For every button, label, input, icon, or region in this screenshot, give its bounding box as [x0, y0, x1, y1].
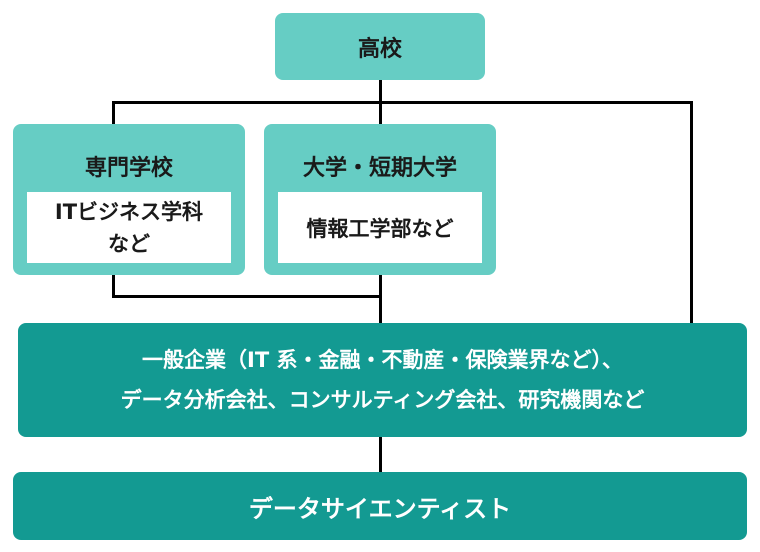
vocational-detail-line1: ITビジネス学科 — [54, 199, 204, 224]
high-school-label: 高校 — [357, 36, 402, 62]
connector-left-down — [112, 101, 115, 125]
connector-top-horizontal — [112, 101, 693, 104]
university-box: 大学・短期大学 情報工学部など — [264, 124, 496, 275]
data-scientist-box: データサイエンティスト — [13, 472, 747, 540]
connector-vocational-bottom-down — [112, 274, 115, 298]
data-scientist-label: データサイエンティスト — [248, 494, 512, 523]
vocational-school-box: 専門学校 ITビジネス学科 など — [13, 124, 245, 275]
university-detail-box: 情報工学部など — [278, 192, 482, 263]
connector-right-down — [690, 101, 693, 323]
employers-line2: データ分析会社、コンサルティング会社、研究機関など — [120, 388, 645, 412]
university-detail: 情報工学部など — [306, 216, 454, 241]
vocational-detail-line2: など — [108, 231, 150, 256]
vocational-detail-box: ITビジネス学科 など — [27, 192, 231, 263]
university-title: 大学・短期大学 — [302, 156, 457, 181]
connector-bottom-horizontal — [112, 295, 382, 298]
employers-line1: 一般企業（IT 系・金融・不動産・保険業界など）、 — [142, 348, 623, 372]
employers-box: 一般企業（IT 系・金融・不動産・保険業界など）、 データ分析会社、コンサルティ… — [18, 323, 747, 437]
connector-employers-down — [379, 437, 382, 473]
vocational-school-title: 専門学校 — [84, 156, 173, 181]
high-school-box: 高校 — [275, 13, 485, 80]
connector-university-down — [379, 274, 382, 324]
